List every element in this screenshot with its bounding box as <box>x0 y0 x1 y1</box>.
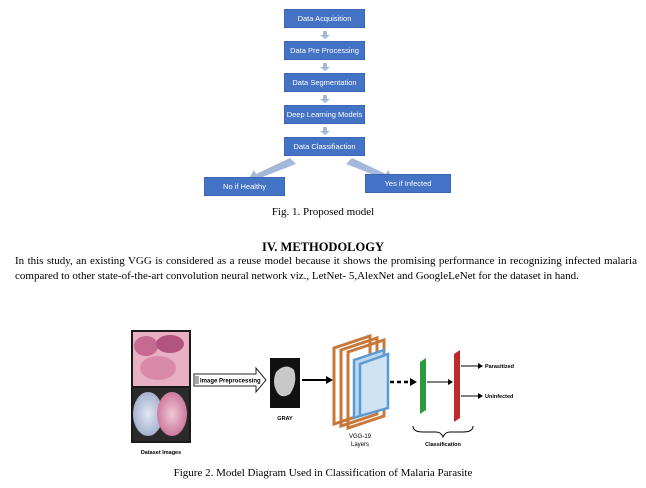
branch-left-arrow-icon <box>248 158 296 182</box>
vgg19-label-line1: VGG-19 <box>349 434 372 440</box>
red-layer <box>454 350 460 422</box>
figure-1-caption: Fig. 1. Proposed model <box>271 206 375 218</box>
green-layer <box>420 358 426 414</box>
classification-label: Classification <box>425 442 461 448</box>
gray-image <box>270 358 300 408</box>
arrow-head-icon <box>326 376 333 384</box>
dataset-images-collage <box>131 330 191 443</box>
down-arrow-icon <box>320 127 330 135</box>
arrow-head-icon <box>410 378 417 386</box>
model-diagram: Dataset Images Image Preprocessing GRAY … <box>131 330 514 456</box>
section-heading: IV. METHODOLOGY <box>261 240 384 254</box>
figure-2-caption: Figure 2. Model Diagram Used in Classifi… <box>173 467 473 479</box>
vgg19-label-line2: Layers <box>351 442 369 448</box>
down-arrow-icon <box>320 95 330 103</box>
step-deep-learning-models: Deep Learning Models <box>284 105 365 124</box>
uninfected-label: Uninfected <box>485 394 513 400</box>
step-data-acquisition: Data Acquisition <box>284 9 365 28</box>
methodology-paragraph: In this study, an existing VGG is consid… <box>15 255 637 282</box>
parasitized-label: Parasitized <box>485 364 514 370</box>
step-data-preprocessing: Data Pre Processing <box>284 41 365 60</box>
vgg19-layers <box>332 333 390 431</box>
arrow-head-icon <box>448 379 453 385</box>
outcome-healthy: No if Healthy <box>204 177 285 196</box>
preprocessing-arrow <box>193 366 267 394</box>
down-arrow-icon <box>320 31 330 39</box>
figure-2: Dataset Images Image Preprocessing GRAY … <box>128 322 518 462</box>
classification-brace <box>412 425 474 439</box>
down-arrow-icon <box>320 63 330 71</box>
step-data-segmentation: Data Segmentation <box>284 73 365 92</box>
outcome-infected: Yes if Infected <box>365 174 451 193</box>
arrow-head-icon <box>478 393 483 399</box>
image-preprocessing-label: Image Preprocessing <box>200 379 261 385</box>
arrow-head-icon <box>478 363 483 369</box>
dataset-images-label: Dataset Images <box>141 450 181 456</box>
step-data-classification: Data Classifiaction <box>284 137 365 156</box>
gray-label: GRAY <box>277 416 293 422</box>
